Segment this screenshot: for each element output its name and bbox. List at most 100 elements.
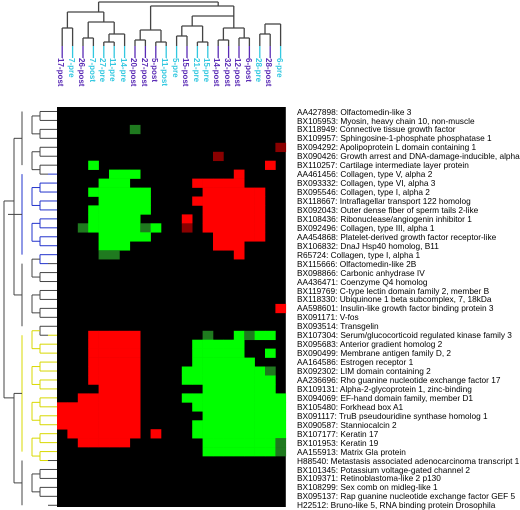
heatmap-cell <box>57 402 68 412</box>
row-label: BX095137: Rap guanine nucleotide exchang… <box>297 491 516 502</box>
heatmap-cell <box>223 232 235 242</box>
heatmap-cell <box>129 375 141 385</box>
heatmap-cell <box>265 348 276 358</box>
row-label: BX098866: Carbonic anhydrase IV <box>297 267 425 278</box>
row-label: BX090587: Stanniocalcin 2 <box>297 419 397 430</box>
heatmap-cell <box>109 402 120 412</box>
heatmap-cell <box>244 438 255 448</box>
heatmap-cell <box>109 223 120 233</box>
heatmap-cell <box>67 402 79 412</box>
heatmap-cell <box>254 429 266 439</box>
heatmap-cell <box>223 214 235 224</box>
heatmap-cell <box>119 196 131 206</box>
heatmap-cell <box>119 339 131 349</box>
heatmap-cell <box>223 375 235 385</box>
heatmap-cell <box>119 214 131 224</box>
heatmap-cell <box>202 214 214 224</box>
heatmap-cell <box>275 303 287 314</box>
heatmap-cell <box>223 393 235 403</box>
heatmap-cell <box>181 393 193 403</box>
heatmap-cell <box>233 187 245 197</box>
heatmap-cell <box>88 393 99 403</box>
heatmap-cell <box>67 411 79 421</box>
heatmap-cell <box>275 411 287 421</box>
heatmap-cell <box>202 393 214 403</box>
heatmap-cell <box>109 393 120 403</box>
row-label: BX090426: Growth arrest and DNA-damage-i… <box>297 151 520 162</box>
heatmap-cell <box>88 402 99 412</box>
heatmap-cell <box>213 339 224 349</box>
heatmap-cell <box>275 447 287 457</box>
row-label: BX108299: Sex comb on midleg-like 1 <box>297 482 438 493</box>
heatmap-cell <box>254 214 266 224</box>
heatmap-cell <box>119 205 131 215</box>
heatmap-cell <box>202 438 214 448</box>
heatmap-cell <box>119 178 131 188</box>
heatmap-cell <box>254 420 266 430</box>
row-label: H88540: Metastasis associated adenocarci… <box>297 455 520 466</box>
row-label: R65724: Collagen, type I, alpha 1 <box>297 249 421 260</box>
row-label: AA454868: Platelet-derived growth factor… <box>297 231 497 242</box>
heatmap-cell <box>98 178 110 188</box>
heatmap-cell <box>202 205 214 215</box>
heatmap-cell <box>275 142 287 153</box>
heatmap-cell <box>213 402 224 412</box>
heatmap-cell <box>88 187 99 197</box>
row-label: AA164586: Estrogen receptor 1 <box>297 357 414 368</box>
heatmap-cell <box>98 214 110 224</box>
heatmap-cell <box>67 420 79 430</box>
heatmap-cell <box>129 330 141 341</box>
heatmap-cell <box>109 411 120 421</box>
heatmap-cell <box>254 402 266 412</box>
heatmap-cell <box>233 447 245 457</box>
heatmap-cell <box>88 205 99 215</box>
row-label: BX107177: Keratin 17 <box>297 428 379 439</box>
heatmap-cell <box>233 223 245 233</box>
heatmap-cell <box>223 357 235 367</box>
heatmap-cell <box>77 393 89 403</box>
heatmap-cell <box>213 214 224 224</box>
heatmap-cell <box>109 375 120 385</box>
heatmap-cell <box>202 375 214 385</box>
heatmap-cell <box>129 205 141 215</box>
heatmap-cell <box>88 339 99 349</box>
heatmap-cell <box>181 214 193 224</box>
heatmap-cell <box>233 393 245 403</box>
heatmap-cell <box>119 420 131 430</box>
heatmap-cell <box>129 384 141 394</box>
heatmap-cell <box>192 375 203 385</box>
heatmap-cell <box>275 402 287 412</box>
heatmap-cell <box>150 429 162 439</box>
heatmap-cell <box>244 366 255 376</box>
row-label: BX101345: Potassium voltage-gated channe… <box>297 464 470 475</box>
heatmap-cell <box>88 348 99 358</box>
heatmap-cell <box>119 241 131 251</box>
heatmap-cell <box>254 196 266 206</box>
heatmap-cell <box>109 339 120 349</box>
heatmap-cell <box>98 250 110 260</box>
heatmap-cell <box>244 447 255 457</box>
heatmap-cell <box>109 420 120 430</box>
heatmap-cell <box>150 223 162 233</box>
heatmap-cell <box>213 232 224 242</box>
heatmap-cell <box>233 420 245 430</box>
row-dendrogram <box>3 110 57 506</box>
heatmap-cell <box>233 429 245 439</box>
heatmap-cell <box>213 151 224 162</box>
row-label: AA436471: Coenzyme Q4 homolog <box>297 276 428 287</box>
heatmap-cell <box>192 339 203 349</box>
heatmap-cell <box>129 357 141 367</box>
heatmap-cell <box>233 348 245 358</box>
heatmap-cell <box>244 402 255 412</box>
heatmap-cell <box>109 178 120 188</box>
heatmap-cell <box>244 223 255 233</box>
heatmap-cell <box>244 205 255 215</box>
heatmap-cell <box>140 196 151 206</box>
heatmap-cell <box>213 366 224 376</box>
heatmap-cell <box>213 375 224 385</box>
heatmap-cell <box>244 420 255 430</box>
heatmap-cell <box>265 402 276 412</box>
heatmap-cell <box>254 205 266 215</box>
heatmap-cell <box>202 196 214 206</box>
heatmap-cell <box>254 366 266 376</box>
